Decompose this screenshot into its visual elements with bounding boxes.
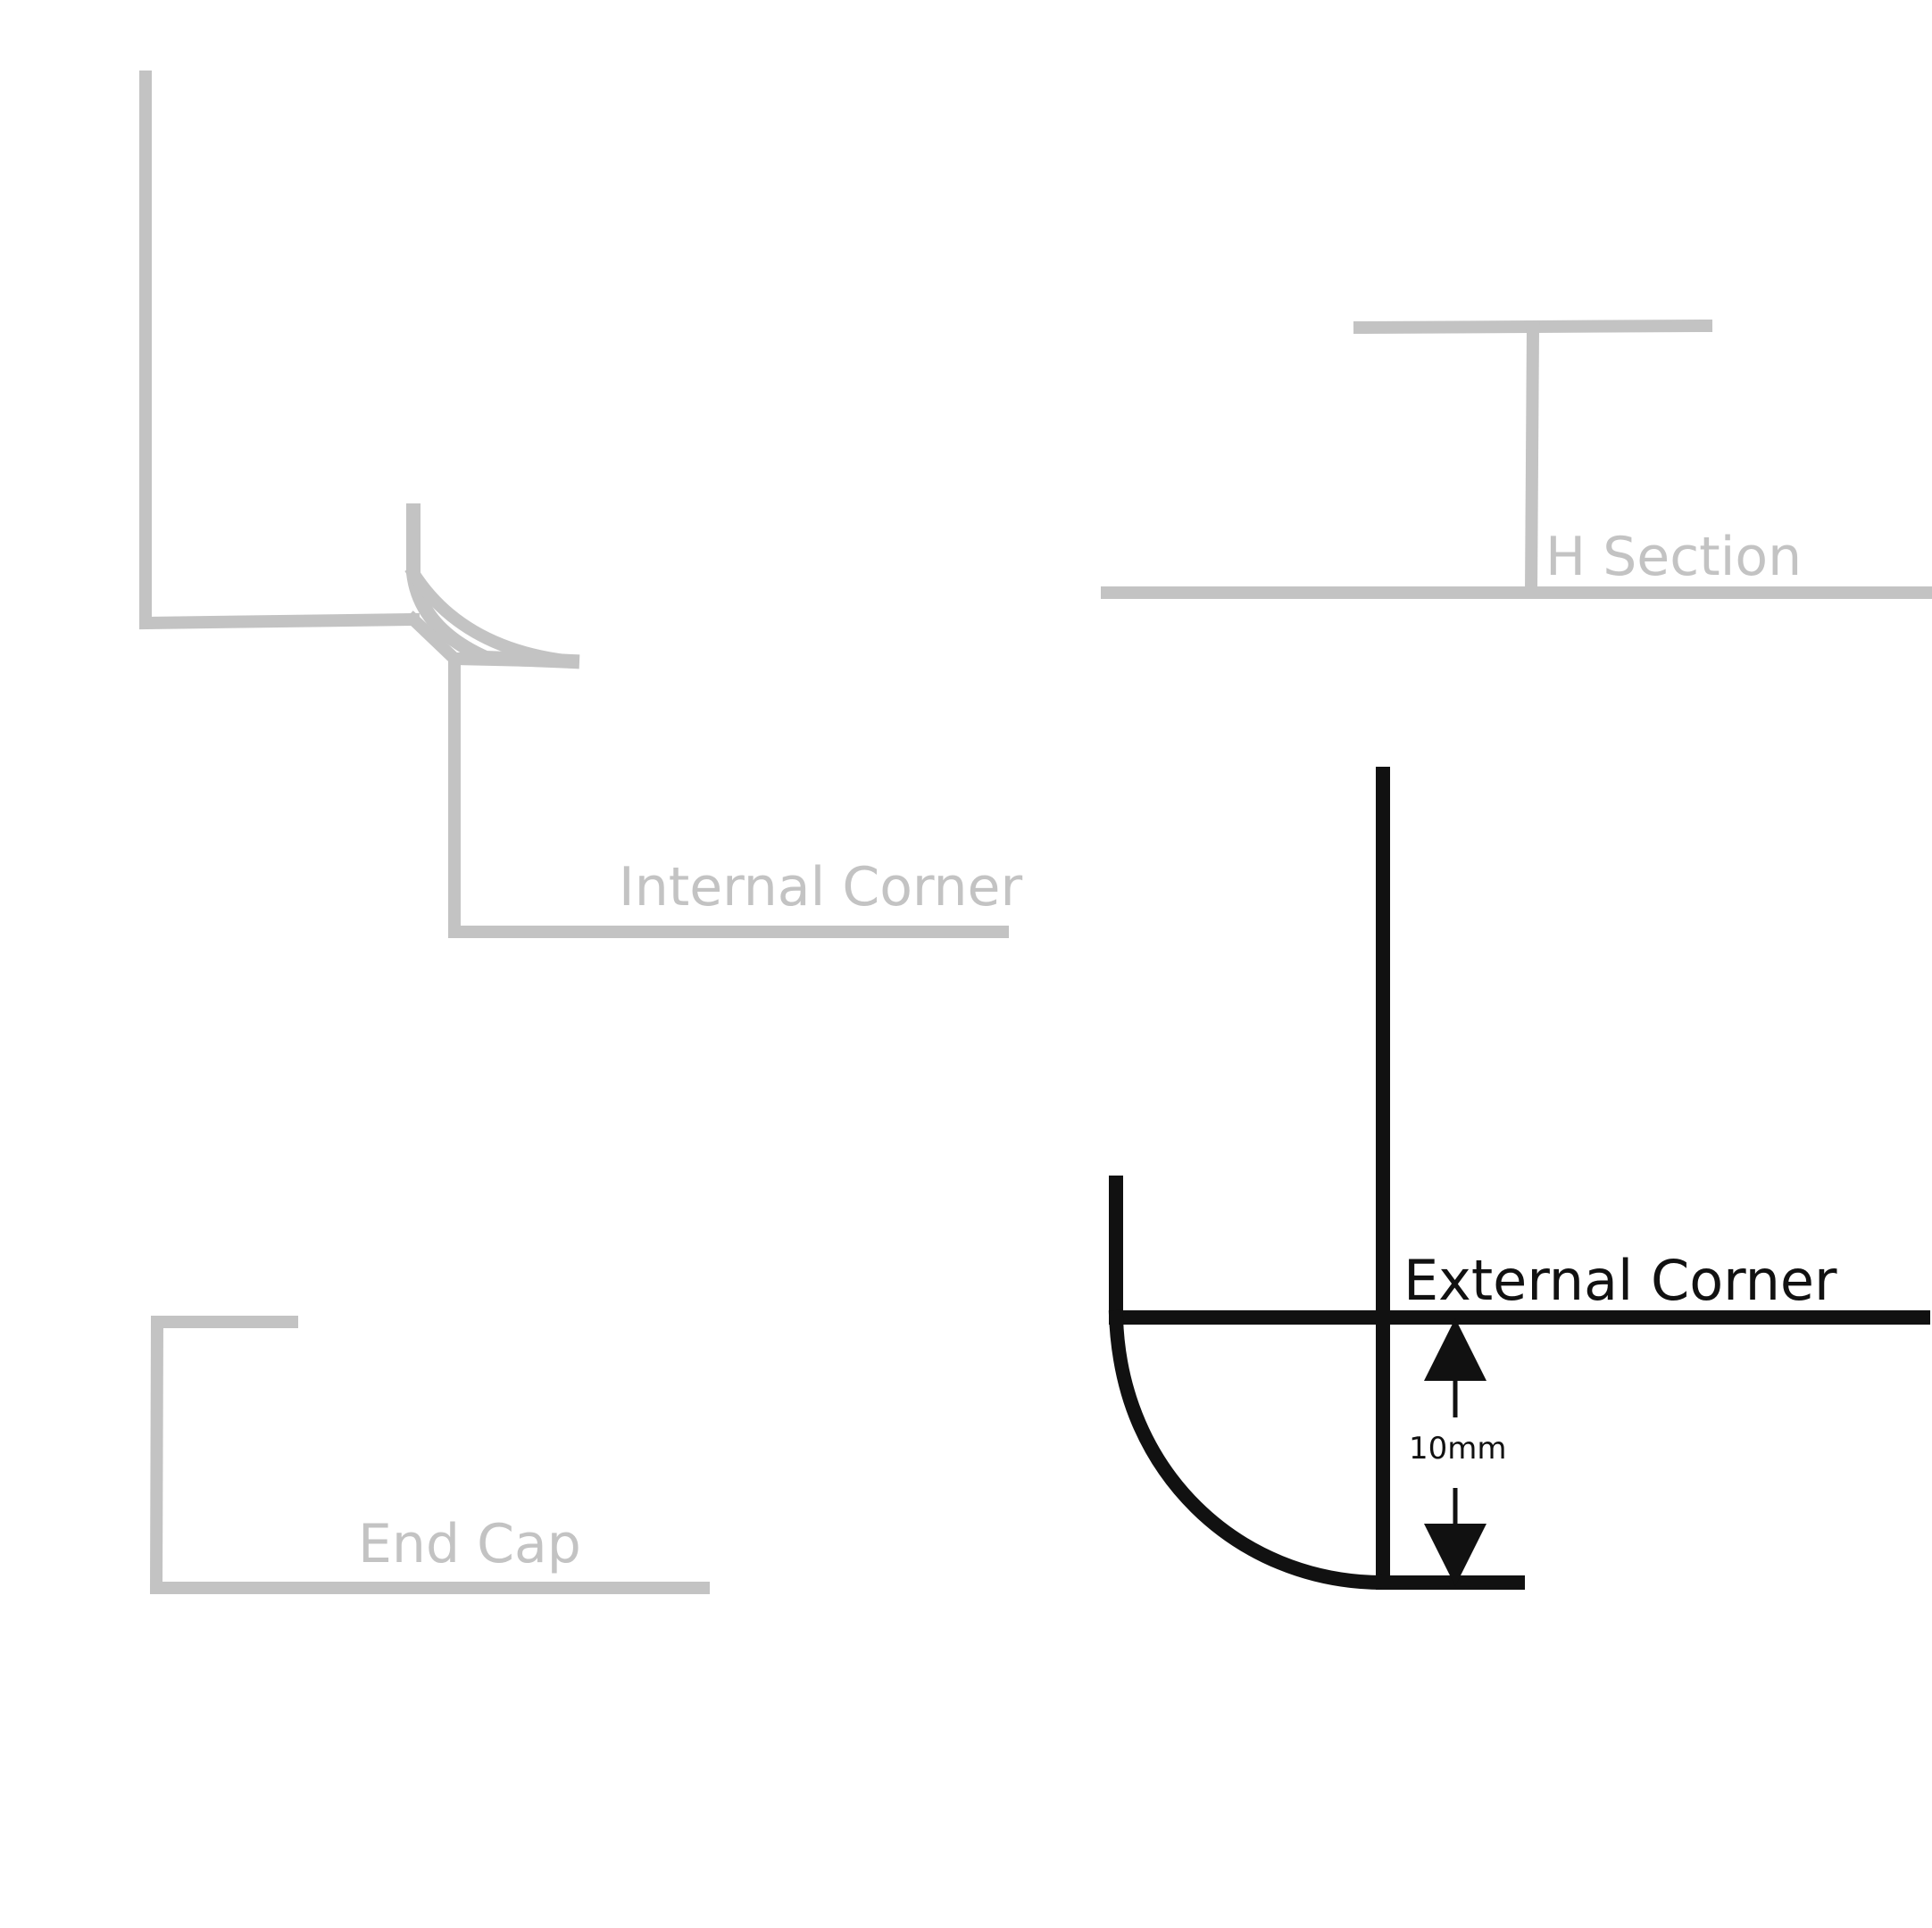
external-corner-label: External Corner	[1403, 1248, 1837, 1313]
h-section-stem	[1524, 320, 1540, 600]
internal-corner-cove	[404, 564, 579, 669]
internal-corner-profile: Internal Corner	[139, 71, 1022, 938]
end-cap-outline	[149, 1316, 710, 1594]
internal-corner-lower-line	[448, 652, 1009, 938]
h-section-label: H Section	[1545, 526, 1802, 588]
end-cap-profile: End Cap	[149, 1316, 710, 1594]
end-cap-label: End Cap	[358, 1513, 581, 1575]
internal-corner-label: Internal Corner	[619, 856, 1022, 918]
internal-corner-outer-line	[139, 71, 421, 630]
h-section-profile: H Section	[1101, 319, 1932, 600]
dimension-label: 10mm	[1409, 1431, 1507, 1467]
external-corner-radius-curve	[1108, 1309, 1525, 1590]
external-corner-profile: External Corner 10mm	[1108, 767, 1930, 1590]
